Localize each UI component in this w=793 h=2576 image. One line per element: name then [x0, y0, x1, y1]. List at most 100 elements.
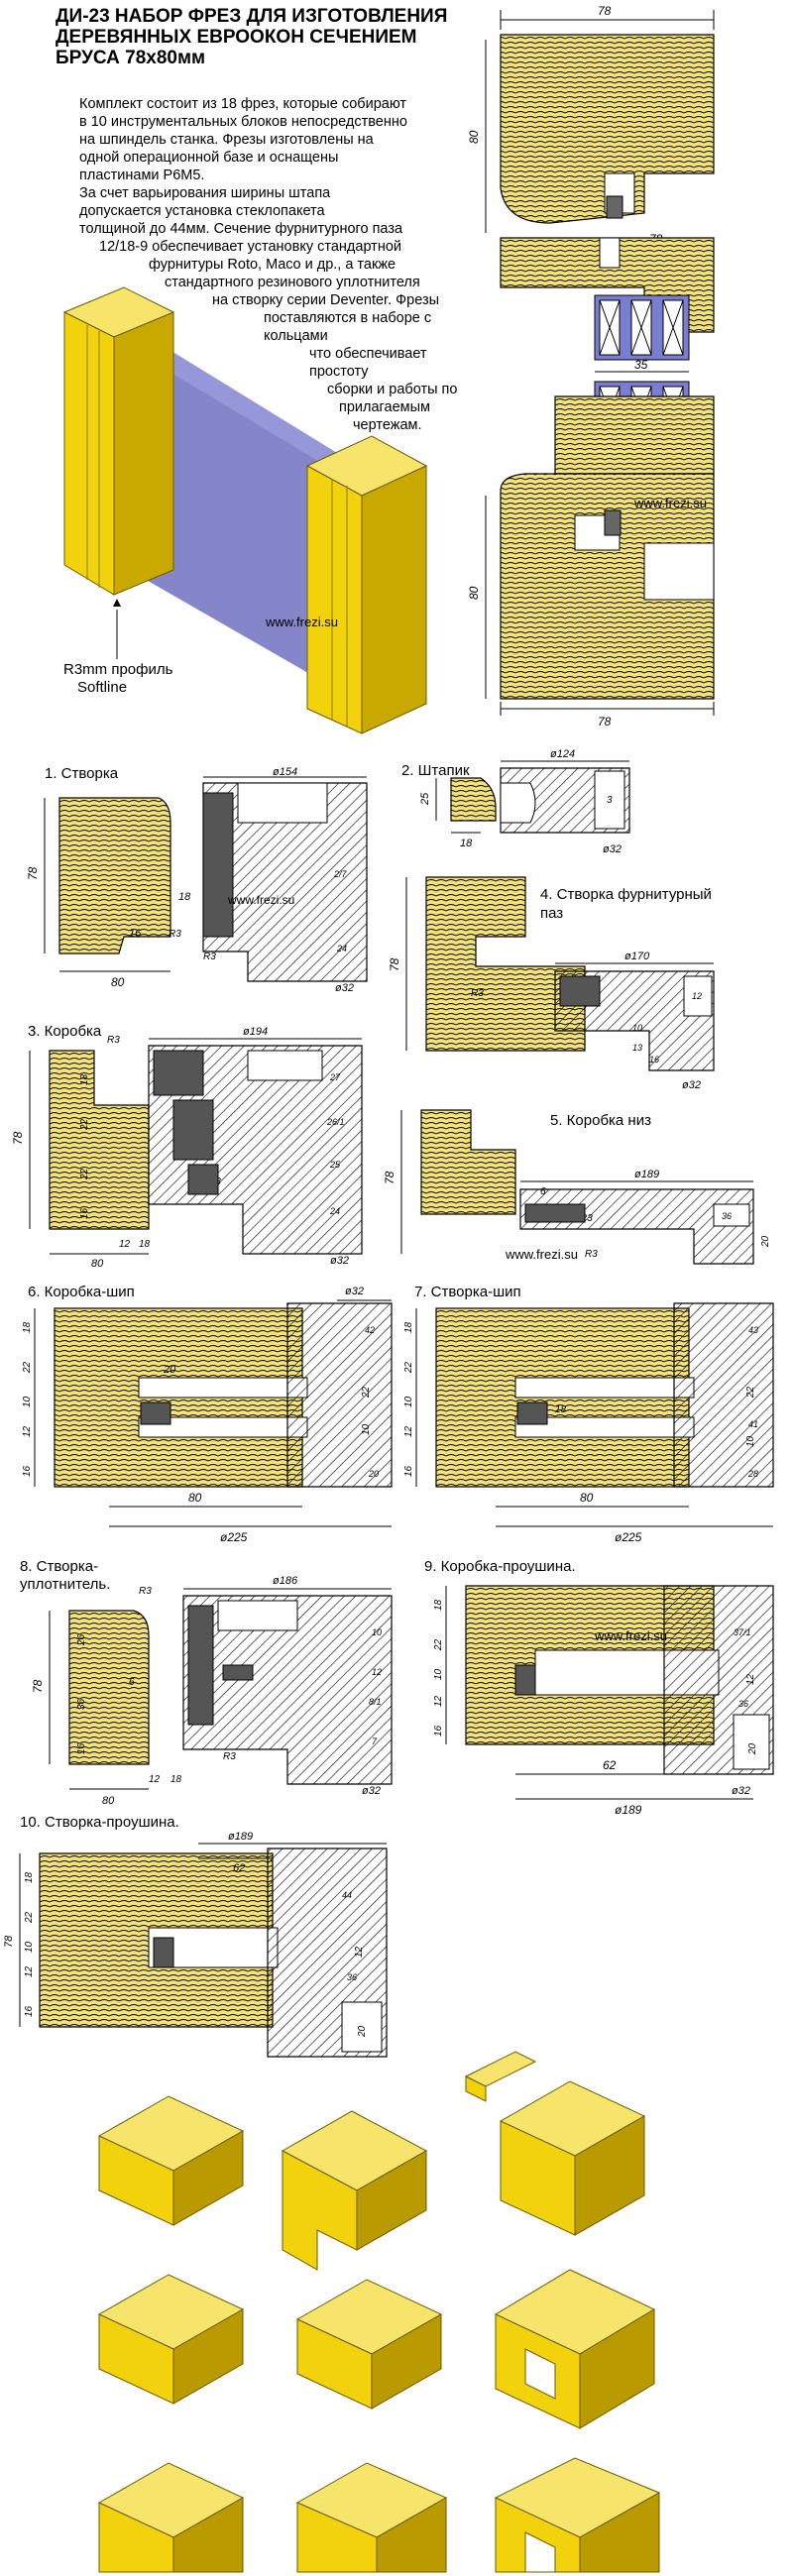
svg-text:10. Створка-проушина.: 10. Створка-проушина. [20, 1814, 179, 1831]
svg-text:10: 10 [403, 1396, 414, 1407]
svg-text:41: 41 [748, 1419, 758, 1429]
svg-text:паз: паз [540, 905, 563, 922]
svg-text:18: 18 [139, 1239, 151, 1250]
svg-text:ø225: ø225 [220, 1530, 248, 1544]
svg-text:ø194: ø194 [243, 1026, 268, 1038]
watermark-top: www.frezi.su [633, 496, 707, 510]
svg-text:18: 18 [460, 838, 473, 849]
svg-text:16: 16 [76, 1742, 87, 1754]
svg-text:78: 78 [388, 957, 401, 971]
svg-text:16: 16 [79, 1207, 90, 1219]
svg-text:80: 80 [91, 1258, 104, 1270]
svg-text:18: 18 [433, 1599, 444, 1611]
window-3d-illustration [62, 286, 428, 734]
svg-text:R3: R3 [139, 1586, 152, 1597]
svg-text:18: 18 [555, 1404, 567, 1415]
profile-3d-row-3 [97, 2457, 661, 2573]
svg-text:5. Коробка низ: 5. Коробка низ [550, 1112, 651, 1129]
svg-text:7. Створка-шип: 7. Створка-шип [414, 1284, 521, 1300]
panel-3-korobka: 3. Коробка 78 R3 18 22 22 16 80 12 18 R3… [11, 1023, 363, 1270]
svg-text:80: 80 [467, 130, 481, 144]
svg-text:78: 78 [598, 4, 612, 18]
watermark-3d: www.frezi.su [265, 615, 338, 629]
svg-text:20: 20 [357, 2025, 368, 2038]
panel-9-korobka-proushina: 9. Коробка-проушина. 18 22 10 12 16 37/1… [424, 1558, 774, 1817]
svg-text:22: 22 [24, 1911, 35, 1924]
svg-text:22: 22 [79, 1118, 90, 1131]
svg-text:ø32: ø32 [345, 1286, 364, 1297]
svg-text:18: 18 [170, 1774, 182, 1785]
panel-7-stvorka-ship: 7. Створка-шип 18 22 10 12 16 18 43 22 4… [403, 1284, 774, 1544]
svg-text:20: 20 [747, 1742, 758, 1755]
svg-text:16: 16 [433, 1725, 444, 1736]
svg-text:16: 16 [22, 1465, 33, 1477]
svg-text:4. Створка фурнитурный: 4. Створка фурнитурный [540, 886, 712, 903]
svg-text:R3: R3 [585, 1249, 598, 1260]
svg-text:7: 7 [372, 1736, 378, 1746]
svg-text:ø170: ø170 [624, 951, 650, 962]
svg-text:10: 10 [24, 1941, 35, 1953]
svg-text:12: 12 [692, 991, 702, 1001]
svg-text:18: 18 [403, 1321, 414, 1333]
svg-text:36: 36 [722, 1211, 732, 1221]
svg-text:R3: R3 [169, 929, 181, 940]
svg-text:12: 12 [403, 1425, 414, 1437]
svg-text:ø32: ø32 [603, 843, 622, 855]
svg-text:22: 22 [433, 1638, 444, 1651]
panel-2-shtapik: 2. Штапик 25 18 ø124 3 ø32 [401, 748, 630, 855]
svg-text:10: 10 [745, 1435, 756, 1447]
svg-text:22: 22 [22, 1361, 33, 1374]
svg-text:10: 10 [372, 1627, 382, 1637]
panel-8-stvorka-uplotnitel: 8. Створка- уплотнитель. 78 R3 26 6 36 1… [20, 1558, 393, 1807]
panel-4-furniture-groove: 4. Створка фурнитурный паз 78 R3 ø170 12… [388, 876, 715, 1091]
svg-text:ø32: ø32 [362, 1785, 381, 1797]
description: Комплект состоит из 18 фрез, которые соб… [79, 96, 458, 433]
svg-text:35: 35 [634, 358, 648, 372]
svg-text:80: 80 [188, 1491, 202, 1505]
svg-text:12: 12 [22, 1425, 33, 1437]
svg-text:18: 18 [22, 1321, 33, 1333]
svg-text:24: 24 [329, 1206, 340, 1216]
svg-text:22: 22 [745, 1386, 756, 1399]
svg-text:ø189: ø189 [228, 1831, 253, 1843]
svg-text:ø154: ø154 [273, 766, 297, 778]
svg-text:78: 78 [3, 1935, 15, 1948]
panel-10-stvorka-proushina: 10. Створка-проушина. 62 78 18 22 10 12 … [3, 1814, 388, 2058]
svg-text:25: 25 [329, 1160, 341, 1170]
svg-text:ø32: ø32 [330, 1255, 349, 1267]
svg-text:20: 20 [760, 1235, 771, 1248]
svg-text:20: 20 [163, 1364, 176, 1376]
svg-text:12: 12 [372, 1667, 382, 1677]
svg-text:ø32: ø32 [335, 982, 354, 994]
svg-text:28: 28 [747, 1469, 758, 1479]
svg-text:18: 18 [24, 1871, 35, 1883]
svg-text:ø32: ø32 [732, 1785, 750, 1797]
svg-text:2. Штапик: 2. Штапик [401, 762, 470, 779]
svg-text:18: 18 [79, 1073, 90, 1085]
svg-text:6: 6 [129, 1677, 135, 1688]
profile-3d-row-1 [97, 2051, 646, 2271]
svg-text:26: 26 [76, 1633, 87, 1646]
svg-text:78: 78 [598, 715, 612, 728]
svg-text:12: 12 [149, 1774, 161, 1785]
svg-text:18: 18 [178, 891, 191, 903]
svg-text:10: 10 [361, 1423, 372, 1435]
svg-text:44: 44 [342, 1890, 352, 1900]
svg-text:12: 12 [745, 1673, 756, 1685]
panel-6-korobka-ship: 6. Коробка-шип 18 22 10 12 16 20 ø32 42 … [22, 1284, 393, 1544]
svg-text:8. Створка-: 8. Створка- [20, 1558, 98, 1575]
svg-text:6. Коробка-шип: 6. Коробка-шип [28, 1284, 135, 1300]
panel-5-korobka-niz: 5. Коробка низ 78 6 R3 R3 ø189 36 20 [383, 1109, 771, 1265]
svg-text:ø124: ø124 [550, 748, 575, 760]
svg-text:R3: R3 [223, 1751, 236, 1762]
svg-text:78: 78 [383, 1171, 396, 1184]
watermark-p9: www.frezi.su [594, 1628, 667, 1643]
svg-text:3: 3 [607, 795, 613, 806]
profile-3d-row-2 [97, 2269, 656, 2429]
svg-text:37/1: 37/1 [734, 1627, 751, 1637]
svg-text:ø225: ø225 [615, 1530, 642, 1544]
svg-text:36: 36 [76, 1698, 87, 1710]
top-cross-section: 78 80 78 [467, 4, 715, 333]
svg-text:80: 80 [467, 586, 481, 600]
